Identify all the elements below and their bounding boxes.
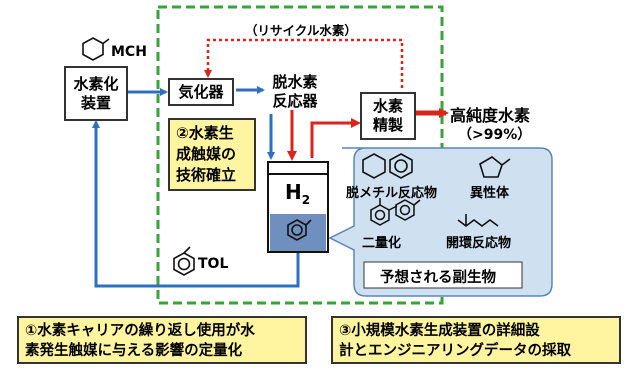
flow-tank-to-purification — [310, 118, 361, 158]
isomer-label: 異性体 — [470, 186, 510, 201]
catalyst-line2: 成触媒の — [176, 145, 237, 163]
task-3-line1: ③小規模水素生成装置の詳細設 — [339, 323, 540, 339]
mch-label: MCH — [111, 44, 147, 60]
byproduct-caption: 予想される副生物 — [380, 270, 496, 286]
hydrogenation-unit: 水素化 装置 — [64, 66, 128, 121]
h2-subscript: 2 — [301, 193, 311, 207]
catalyst-development-box: ②水素生 成触媒の 技術確立 — [168, 118, 256, 191]
vaporizer-label: 気化器 — [178, 82, 224, 101]
task-3-line2: 計とエンジニアリングデータの採取 — [339, 343, 571, 359]
tank-toluene-icon — [287, 219, 312, 241]
vaporizer: 気化器 — [168, 78, 234, 106]
recycle-hydrogen-label: （リサイクル水素） — [245, 23, 357, 38]
catalyst-line1: ②水素生 — [176, 124, 234, 142]
task-1-box: ①水素キャリアの繰り返し使用が水 素発生触媒に与える影響の定量化 — [17, 316, 307, 364]
task-3-box: ③小規模水素生成装置の詳細設 計とエンジニアリングデータの採取 — [331, 316, 621, 364]
tol-label: TOL — [198, 256, 229, 272]
h2-symbol: H — [285, 180, 302, 204]
dehydro-line2: 反応器 — [272, 92, 318, 110]
dehydrogenation-reactor: 脱水素 反応器 — [265, 70, 325, 114]
recycle-line — [204, 38, 404, 88]
catalyst-line3: 技術確立 — [176, 166, 237, 184]
hydrogen-purification: 水素 精製 — [360, 92, 416, 140]
task-1-line2: 素発生触媒に与える影響の定量化 — [25, 343, 243, 359]
hydrogenation-line1: 水素化 — [73, 74, 119, 93]
ring-opening-label: 開環反応物 — [446, 236, 512, 251]
toluene-icon — [173, 246, 195, 276]
dehydro-line1: 脱水素 — [272, 73, 318, 91]
cyclohexane-icon — [362, 153, 386, 179]
high-purity-hydrogen-label: 高純度水素 — [450, 106, 531, 125]
purity-percent-label: （>99%） — [458, 127, 532, 143]
purification-line1: 水素 — [372, 97, 403, 115]
h2-label: H2 — [285, 180, 310, 207]
dimerization-label: 二量化 — [362, 236, 402, 251]
demethylation-label: 脱メチル反応物 — [346, 186, 438, 201]
benzene-icon — [389, 153, 413, 179]
byproduct-callout — [328, 147, 553, 297]
methylcyclohexane-icon — [82, 37, 110, 61]
hydrogen-tank — [267, 161, 329, 253]
flow-tol-return — [92, 120, 300, 288]
heptane-icon — [457, 214, 499, 227]
task-1-line1: ①水素キャリアの繰り返し使用が水 — [25, 323, 255, 339]
methylcyclopentane-icon — [479, 156, 511, 178]
biphenyl-icon — [370, 198, 421, 226]
system-boundary — [156, 5, 444, 305]
purification-line2: 精製 — [372, 116, 403, 134]
hydrogenation-line2: 装置 — [80, 93, 111, 112]
byproduct-caption-box — [363, 261, 523, 289]
